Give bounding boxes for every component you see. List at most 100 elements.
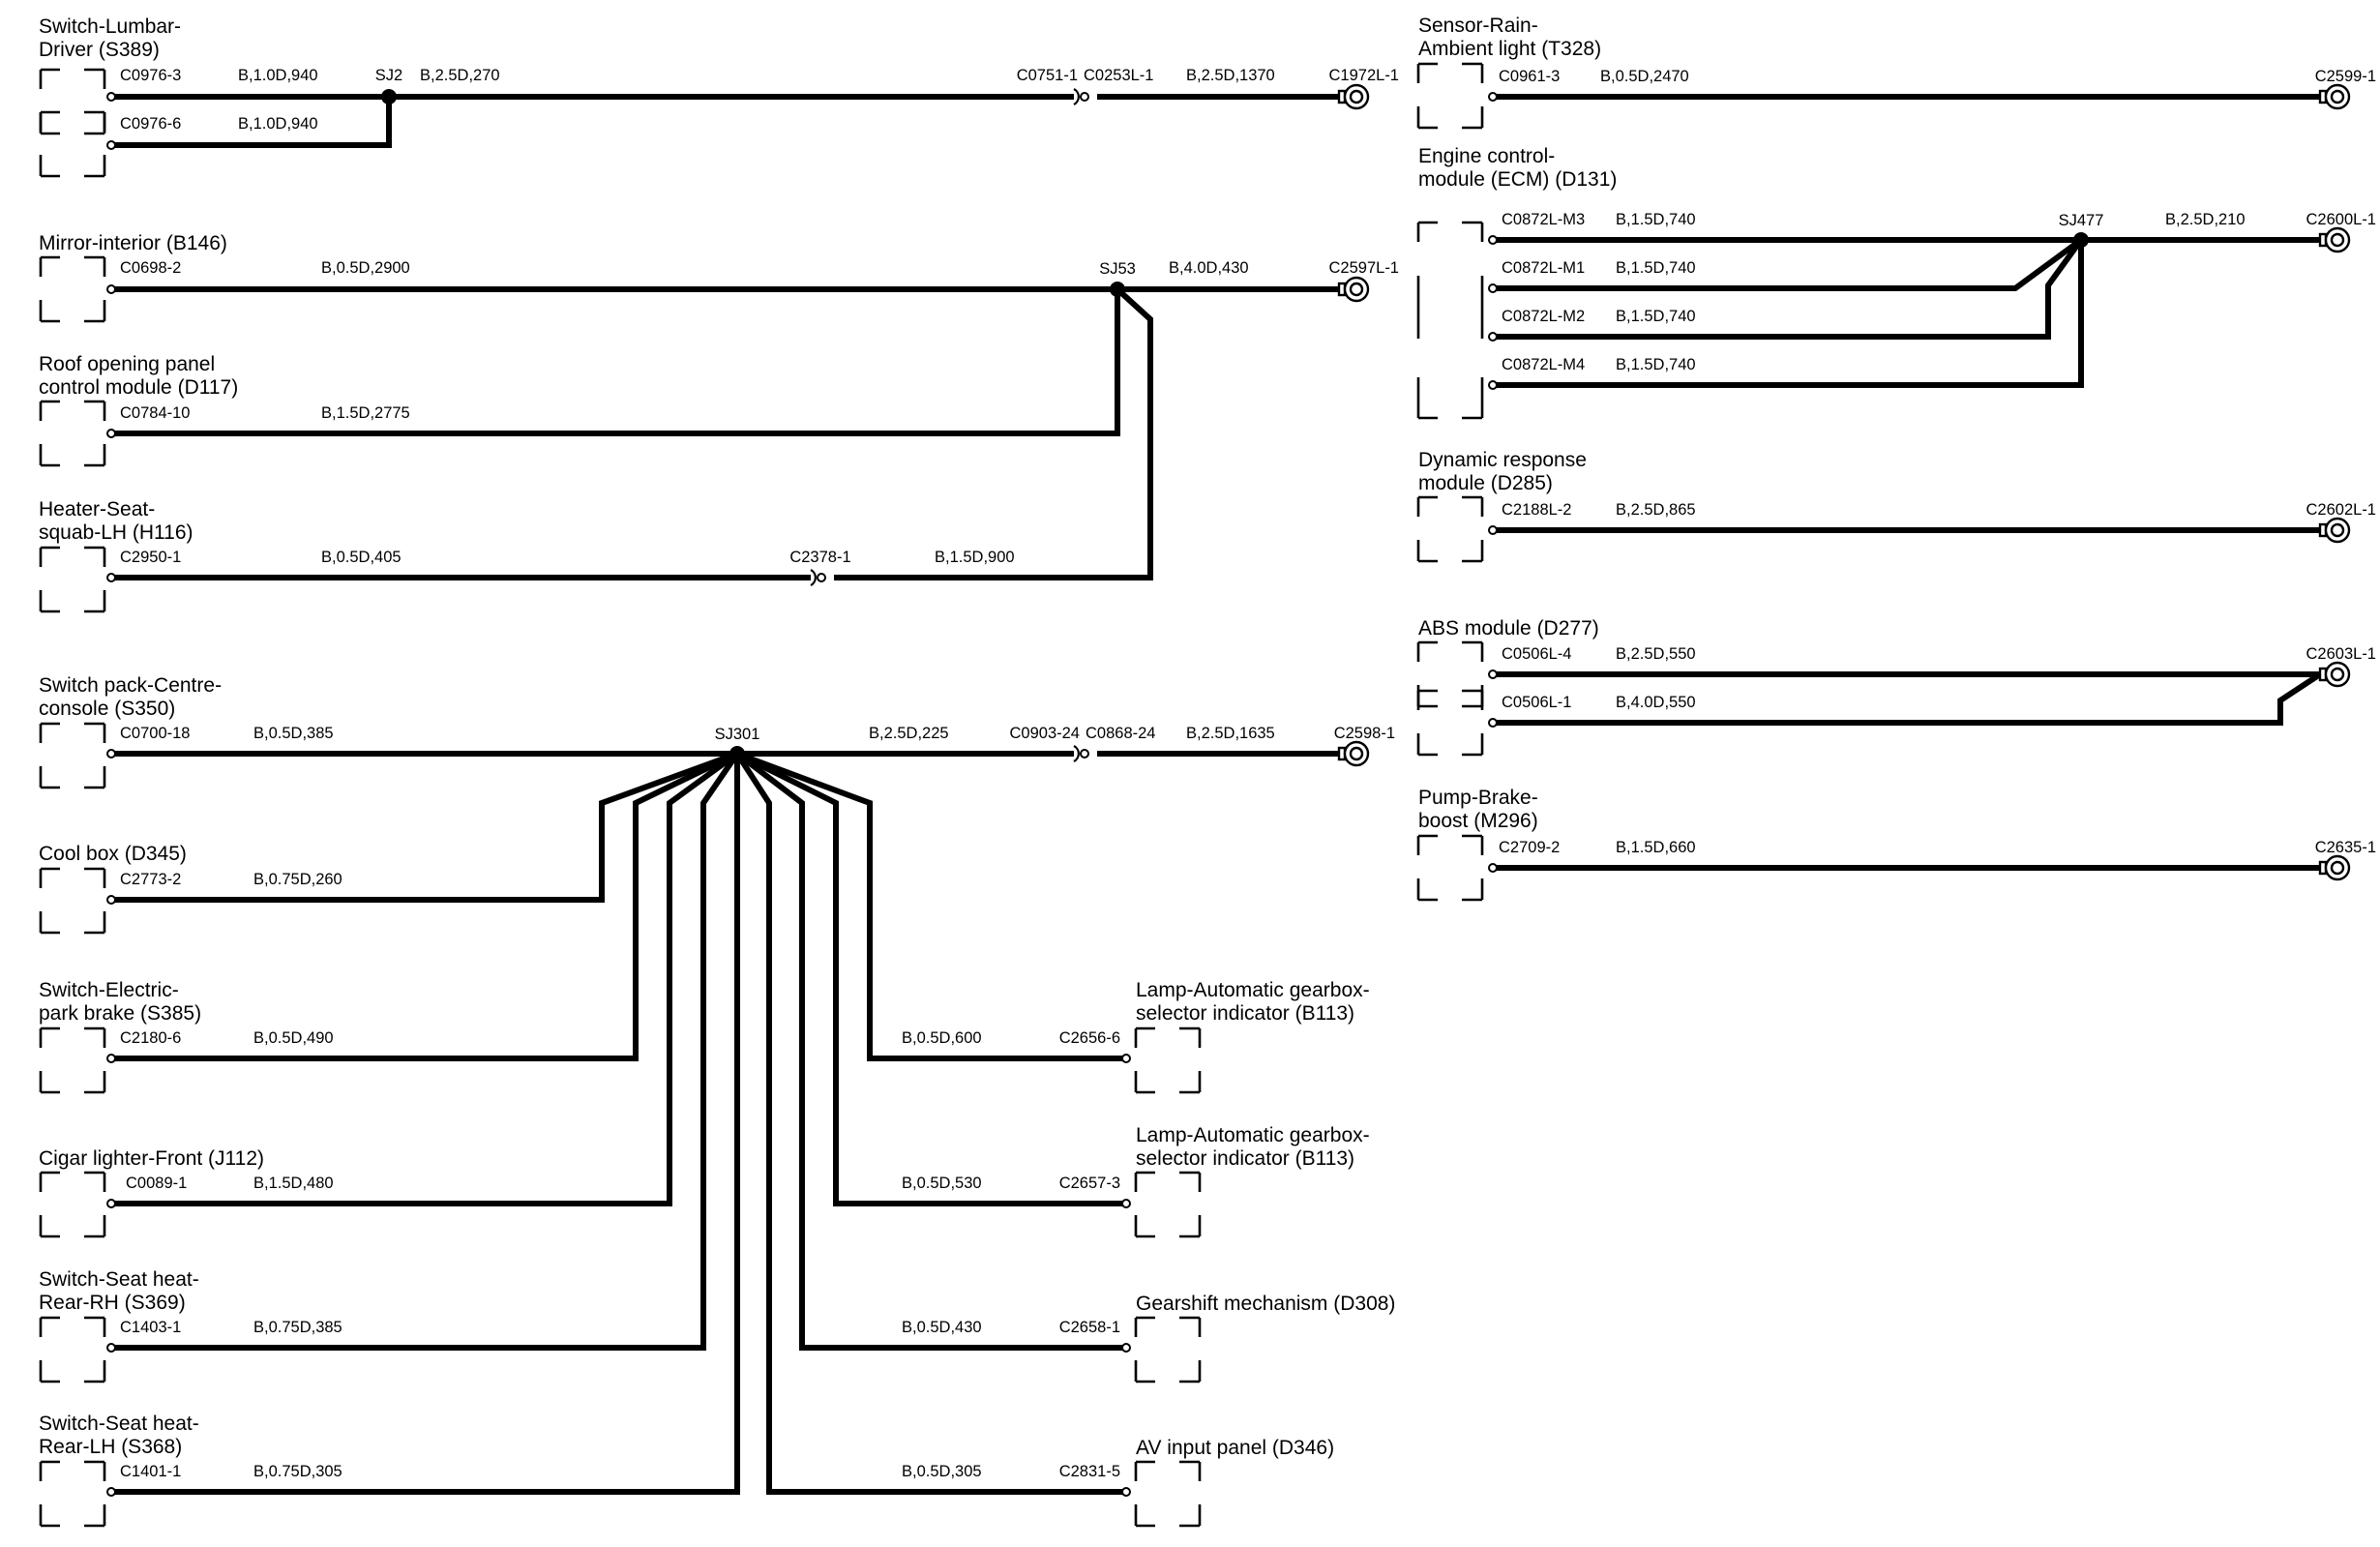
splice-label-sj2: SJ2 [375, 67, 402, 84]
box-roof-panel[interactable] [39, 400, 106, 467]
terminal [1488, 235, 1498, 245]
component-label-heater-seat: Heater-Seat- [39, 498, 155, 521]
wire-label: B,0.75D,260 [253, 871, 342, 888]
wire-label: B,2.5D,210 [2165, 211, 2246, 228]
terminal [1488, 380, 1498, 390]
component-label-cigar-lighter: Cigar lighter-Front (J112) [39, 1147, 264, 1170]
connector-label: C2597L-1 [1329, 259, 1399, 277]
terminal [106, 749, 116, 759]
terminal [106, 1054, 116, 1063]
wires [114, 94, 2322, 1495]
wire-abs-1 [1496, 671, 2322, 726]
box-dynamic-response[interactable] [1416, 495, 1484, 563]
box-pump-brake[interactable] [1416, 834, 1484, 902]
component-boxes [39, 62, 1484, 1528]
wire-label: B,0.75D,385 [253, 1319, 342, 1336]
wire-label: B,1.5D,480 [253, 1175, 334, 1192]
box-switch-lumbar-lower[interactable] [39, 110, 106, 178]
box-cigar-lighter[interactable] [39, 1171, 106, 1238]
wire-label: B,1.5D,900 [935, 549, 1015, 566]
wire-label: B,0.5D,2470 [1600, 68, 1689, 85]
terminals [106, 92, 1498, 1497]
wire-label: B,4.0D,430 [1169, 259, 1249, 277]
connector-label: C2656-6 [1059, 1029, 1120, 1047]
wire-label: B,1.5D,2775 [321, 404, 410, 422]
wire-cigar [114, 751, 739, 1206]
connector-label: C2831-5 [1059, 1463, 1120, 1480]
terminal [106, 429, 116, 438]
component-label-seat-heat-lh: Switch-Seat heat- [39, 1413, 199, 1435]
wire-label: B,1.5D,740 [1616, 259, 1696, 277]
terminal [1121, 1487, 1131, 1497]
box-park-brake[interactable] [39, 1026, 106, 1094]
box-gearshift[interactable] [1134, 1316, 1202, 1383]
terminal [1488, 718, 1498, 728]
terminal [1488, 525, 1498, 535]
splice-labels: SJ2 SJ53 SJ301 SJ477 [375, 67, 2104, 743]
inline-connector-c2378 [810, 569, 826, 586]
component-label-switch-pack: console (S350) [39, 698, 175, 720]
terminal [106, 1199, 116, 1208]
connector-label: C2378-1 [789, 549, 850, 566]
wire-label: B,4.0D,550 [1616, 694, 1696, 711]
connector-label: C2773-2 [120, 871, 181, 888]
component-label-park-brake: park brake (S385) [39, 1002, 201, 1025]
connector-labels: C0976-3 C0976-6 C0751-1 C0253L-1 C1972L-… [120, 67, 2376, 1480]
splice-dot-sj53 [1110, 282, 1125, 297]
connector-label: C2635-1 [2315, 839, 2376, 856]
wire-label: B,2.5D,270 [420, 67, 500, 84]
wire-label: B,0.5D,405 [321, 549, 402, 566]
connector-label: C0976-6 [120, 115, 181, 133]
box-switch-pack[interactable] [39, 722, 106, 789]
connector-label: C2657-3 [1059, 1175, 1120, 1192]
ground-eyelet-c2635 [2318, 854, 2351, 881]
terminal [1488, 863, 1498, 873]
connector-label: C0903-24 [1010, 725, 1080, 742]
box-abs-module[interactable] [1416, 640, 1484, 708]
component-label-av-input: AV input panel (D346) [1136, 1437, 1334, 1459]
terminal [106, 92, 116, 102]
box-mirror[interactable] [39, 255, 106, 323]
connector-label: C2600L-1 [2306, 211, 2376, 228]
connector-label: C2709-2 [1499, 839, 1560, 856]
wire-heater-b [834, 286, 1153, 580]
wire-seat-rh [114, 752, 740, 1351]
connector-label: C2599-1 [2315, 68, 2376, 85]
connector-label: C0506L-4 [1502, 645, 1571, 663]
component-label-seat-heat-lh: Rear-LH (S368) [39, 1436, 182, 1458]
wire-label: B,2.5D,1635 [1186, 725, 1275, 742]
box-switch-lumbar[interactable] [39, 68, 106, 135]
component-label-seat-heat-rh: Rear-RH (S369) [39, 1292, 186, 1314]
box-ecm[interactable] [1416, 221, 1484, 420]
component-label-dynamic-response: module (D285) [1418, 472, 1553, 494]
ground-eyelet-c2598 [1337, 740, 1370, 767]
terminal [1488, 283, 1498, 293]
box-sensor-rain[interactable] [1416, 62, 1484, 130]
component-label-pump-brake: boost (M296) [1418, 810, 1538, 832]
box-heater-seat[interactable] [39, 546, 106, 613]
ground-eyelets [1337, 83, 2351, 881]
connector-label: C0089-1 [126, 1175, 187, 1192]
connector-label: C0868-24 [1086, 725, 1155, 742]
box-abs-module-lower[interactable] [1416, 689, 1484, 757]
wire-label: B,0.5D,385 [253, 725, 334, 742]
box-seat-heat-rh[interactable] [39, 1316, 106, 1383]
component-label-roof-panel: control module (D117) [39, 376, 238, 399]
terminal [106, 1343, 116, 1353]
wire-av-input [734, 752, 1122, 1495]
splice-label-sj301: SJ301 [715, 726, 760, 743]
wire-ecm-m2 [1496, 238, 2084, 340]
box-av-input[interactable] [1134, 1460, 1202, 1528]
terminal [1488, 92, 1498, 102]
connector-label: C0506L-1 [1502, 694, 1571, 711]
wire-label: B,1.5D,740 [1616, 356, 1696, 373]
wire-cool-box [114, 751, 739, 903]
box-lamp-gearbox-2[interactable] [1134, 1171, 1202, 1238]
connector-label: C0253L-1 [1084, 67, 1153, 84]
box-lamp-gearbox-1[interactable] [1134, 1026, 1202, 1094]
box-cool-box[interactable] [39, 867, 106, 935]
wire-lumbar-6 [114, 97, 392, 148]
box-seat-heat-lh[interactable] [39, 1460, 106, 1528]
wire-labels: B,1.0D,940 B,1.0D,940 B,2.5D,270 B,2.5D,… [238, 67, 2246, 1480]
ground-eyelet-c2603l [2318, 661, 2351, 688]
